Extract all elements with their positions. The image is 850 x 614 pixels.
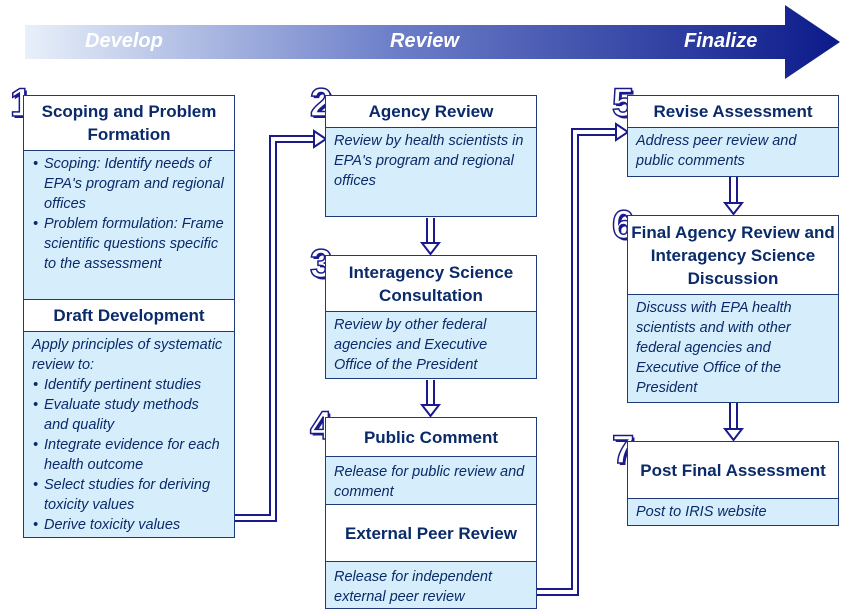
step-7-box: Post Final Assessment Post to IRIS websi… <box>627 441 839 526</box>
step-4-body: Release for public review and comment <box>326 457 536 504</box>
step-3-box: Interagency Science Consultation Review … <box>325 255 537 379</box>
draft-development-body: Apply principles of systematic review to… <box>24 332 234 537</box>
draft-development-intro: Apply principles of systematic review to… <box>32 337 223 373</box>
step-4-title: Public Comment <box>326 418 536 457</box>
phase-banner-arrow <box>25 5 840 79</box>
step-1-bullet: Problem formulation: Frame scientific qu… <box>33 214 226 274</box>
step-1-bullet: Scoping: Identify needs of EPA's program… <box>33 154 226 214</box>
external-peer-review-body: Release for independent external peer re… <box>326 562 536 608</box>
step-5-body: Address peer review and public comments <box>628 128 838 176</box>
step-3-title: Interagency Science Consultation <box>326 256 536 312</box>
draft-bullet: Derive toxicity values <box>33 515 226 535</box>
phase-finalize: Finalize <box>684 30 758 52</box>
step-1-body: Scoping: Identify needs of EPA's program… <box>24 151 234 299</box>
draft-development-title: Draft Development <box>24 299 234 332</box>
step-6-box: Final Agency Review and Interagency Scie… <box>627 215 839 403</box>
step-2-title: Agency Review <box>326 96 536 128</box>
step-5-box: Revise Assessment Address peer review an… <box>627 95 839 177</box>
draft-bullet: Integrate evidence for each health outco… <box>33 435 226 475</box>
draft-bullet: Select studies for deriving toxicity val… <box>33 475 226 515</box>
external-peer-review-title: External Peer Review <box>326 504 536 562</box>
phase-review: Review <box>390 30 459 52</box>
step-7-body: Post to IRIS website <box>628 499 838 525</box>
draft-bullet: Identify pertinent studies <box>33 375 226 395</box>
step-2-body: Review by health scientists in EPA's pro… <box>326 128 536 216</box>
step-6-title: Final Agency Review and Interagency Scie… <box>628 216 838 295</box>
step-1-box: Scoping and Problem Formation Scoping: I… <box>23 95 235 538</box>
step-5-title: Revise Assessment <box>628 96 838 128</box>
step-1-title: Scoping and Problem Formation <box>24 96 234 151</box>
step-2-box: Agency Review Review by health scientist… <box>325 95 537 217</box>
step-3-body: Review by other federal agencies and Exe… <box>326 312 536 378</box>
step-4-box: Public Comment Release for public review… <box>325 417 537 609</box>
draft-bullet: Evaluate study methods and quality <box>33 395 226 435</box>
step-7-title: Post Final Assessment <box>628 442 838 499</box>
phase-develop: Develop <box>85 30 163 52</box>
step-6-body: Discuss with EPA health scientists and w… <box>628 295 838 402</box>
